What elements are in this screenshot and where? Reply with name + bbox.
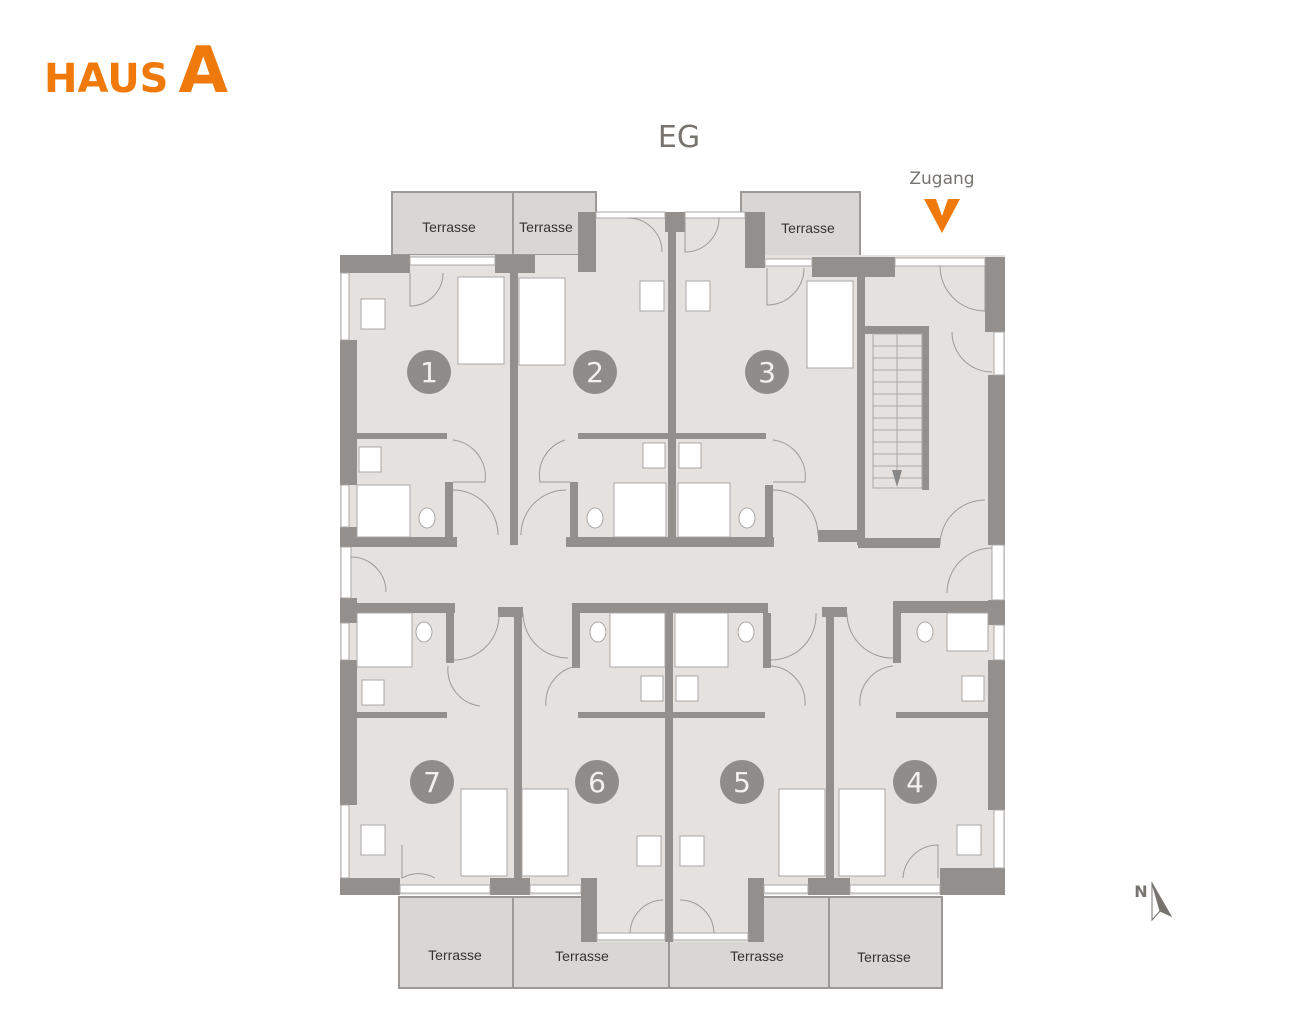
sink (678, 442, 702, 469)
bed (460, 788, 508, 877)
svg-text:3: 3 (758, 356, 776, 389)
svg-text:Terrasse: Terrasse (857, 949, 911, 965)
sink (675, 675, 699, 702)
svg-text:1: 1 (420, 356, 438, 389)
unit-badge-1[interactable]: 1 (407, 350, 451, 394)
desk (685, 280, 711, 312)
entrance-arrow-icon (924, 199, 960, 233)
shower (356, 484, 411, 538)
house-word: HAUS (44, 56, 169, 102)
unit-badge-5[interactable]: 5 (720, 760, 764, 804)
bed (806, 280, 854, 369)
staircase (872, 333, 923, 489)
desk (679, 835, 705, 867)
desk (360, 824, 386, 856)
north-label: N (1134, 882, 1147, 901)
unit-badge-7[interactable]: 7 (410, 760, 454, 804)
unit-badge-4[interactable]: 4 (893, 760, 937, 804)
svg-text:Terrasse: Terrasse (555, 948, 609, 964)
shower (609, 612, 666, 668)
svg-text:Terrasse: Terrasse (519, 219, 573, 235)
floor-label: EG (658, 120, 700, 155)
bed (518, 277, 566, 366)
shower (613, 482, 667, 538)
shower (677, 482, 731, 538)
bed (457, 276, 505, 365)
sink (358, 446, 382, 473)
sink (361, 679, 385, 706)
desk (639, 280, 665, 312)
doors (350, 217, 993, 934)
desk (636, 835, 662, 867)
desk (956, 824, 982, 856)
svg-text:6: 6 (588, 766, 606, 799)
svg-text:7: 7 (423, 766, 441, 799)
terrace-bottom-7: Terrasse (398, 896, 514, 989)
svg-text:Terrasse: Terrasse (781, 220, 835, 236)
svg-text:2: 2 (586, 356, 604, 389)
walls (340, 212, 1005, 942)
svg-text:Terrasse: Terrasse (428, 947, 482, 963)
shower (674, 612, 729, 668)
terrace-top-1: Terrasse (391, 191, 514, 256)
house-letter: A (178, 34, 229, 108)
desk (360, 298, 386, 330)
furniture (356, 276, 989, 877)
bed (521, 788, 569, 877)
svg-text:Terrasse: Terrasse (422, 219, 476, 235)
entrance-label: Zugang (909, 169, 974, 189)
sink (961, 675, 985, 702)
terrace-bottom-4: Terrasse (828, 896, 943, 989)
bed (838, 788, 886, 877)
unit-badge-6[interactable]: 6 (575, 760, 619, 804)
north-compass: N (1134, 881, 1173, 922)
stair-arrow-icon (892, 470, 902, 487)
unit-badge-3[interactable]: 3 (745, 350, 789, 394)
svg-text:4: 4 (906, 766, 924, 799)
unit-badge-2[interactable]: 2 (573, 350, 617, 394)
shower (946, 612, 989, 652)
sink (642, 442, 666, 469)
svg-text:Terrasse: Terrasse (730, 948, 784, 964)
windows (340, 211, 1005, 941)
shower (356, 612, 413, 668)
svg-text:5: 5 (733, 766, 751, 799)
bed (778, 788, 826, 877)
sink (640, 675, 664, 702)
